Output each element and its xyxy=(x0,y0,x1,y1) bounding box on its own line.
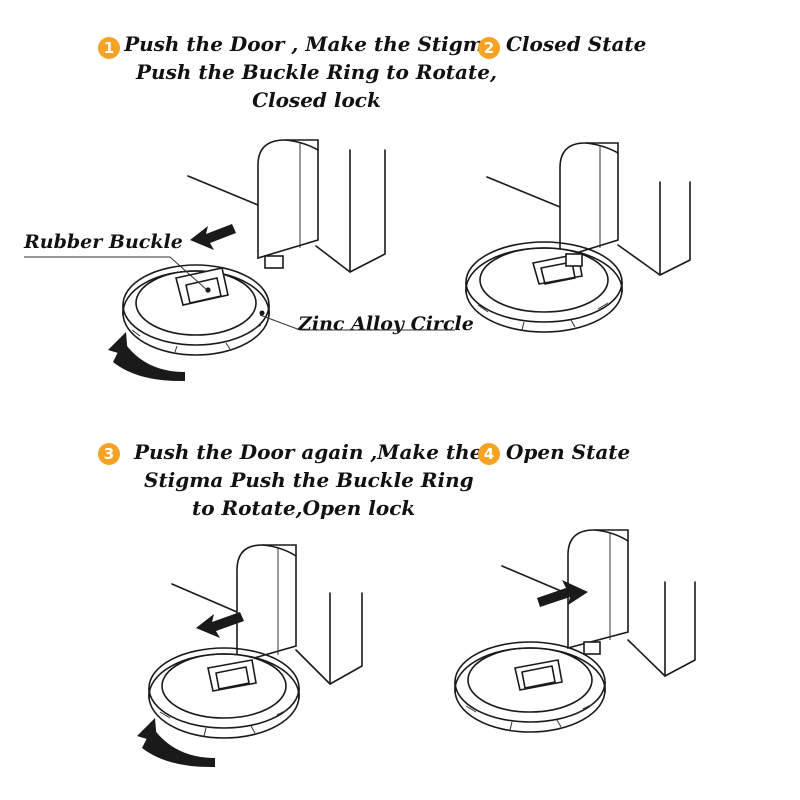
push-arrow-icon xyxy=(537,580,588,607)
door-stop-block xyxy=(567,529,629,650)
step-1-line-3: Closed lock xyxy=(252,88,381,112)
step-2-line-1: Closed State xyxy=(506,32,647,56)
step-2-badge: 2 xyxy=(478,37,500,59)
step-4-line-1: Open State xyxy=(506,440,631,464)
step-3-line-1: Push the Door again ,Make the xyxy=(134,440,483,464)
panel-3-illustration xyxy=(137,544,363,768)
door-stop-block xyxy=(559,142,619,260)
zinc-alloy-circle xyxy=(122,264,270,356)
rubber-buckle-label: Rubber Buckle xyxy=(24,231,183,253)
panel-4-illustration xyxy=(454,529,696,733)
step-3-line-2: Stigma Push the Buckle Ring xyxy=(144,468,474,492)
step-2-caption: Closed State xyxy=(506,30,646,58)
rotate-arrow-icon xyxy=(142,728,215,768)
panel-2-illustration xyxy=(465,142,691,333)
push-arrow-icon xyxy=(196,612,244,638)
step-1-line-1: Push the Door , Make the Stigma xyxy=(124,32,497,56)
step-1-badge: 1 xyxy=(98,37,120,59)
push-arrow-icon xyxy=(190,224,236,250)
step-3-badge: 3 xyxy=(98,443,120,465)
rotate-arrow-icon xyxy=(113,342,185,382)
panel-1-illustration xyxy=(24,139,455,382)
step-1-line-2: Push the Buckle Ring to Rotate, xyxy=(136,60,497,84)
rubber-buckle xyxy=(175,267,229,306)
step-4-caption: Open State xyxy=(506,438,630,466)
step-1-caption: Push the Door , Make the Stigma Push the… xyxy=(124,30,497,114)
step-4-badge: 4 xyxy=(478,443,500,465)
step-3-caption: Push the Door again ,Make the Stigma Pus… xyxy=(134,438,482,522)
door-stop-block xyxy=(236,544,297,665)
step-3-line-3: to Rotate,Open lock xyxy=(192,496,416,520)
door-stop-block xyxy=(257,139,319,260)
